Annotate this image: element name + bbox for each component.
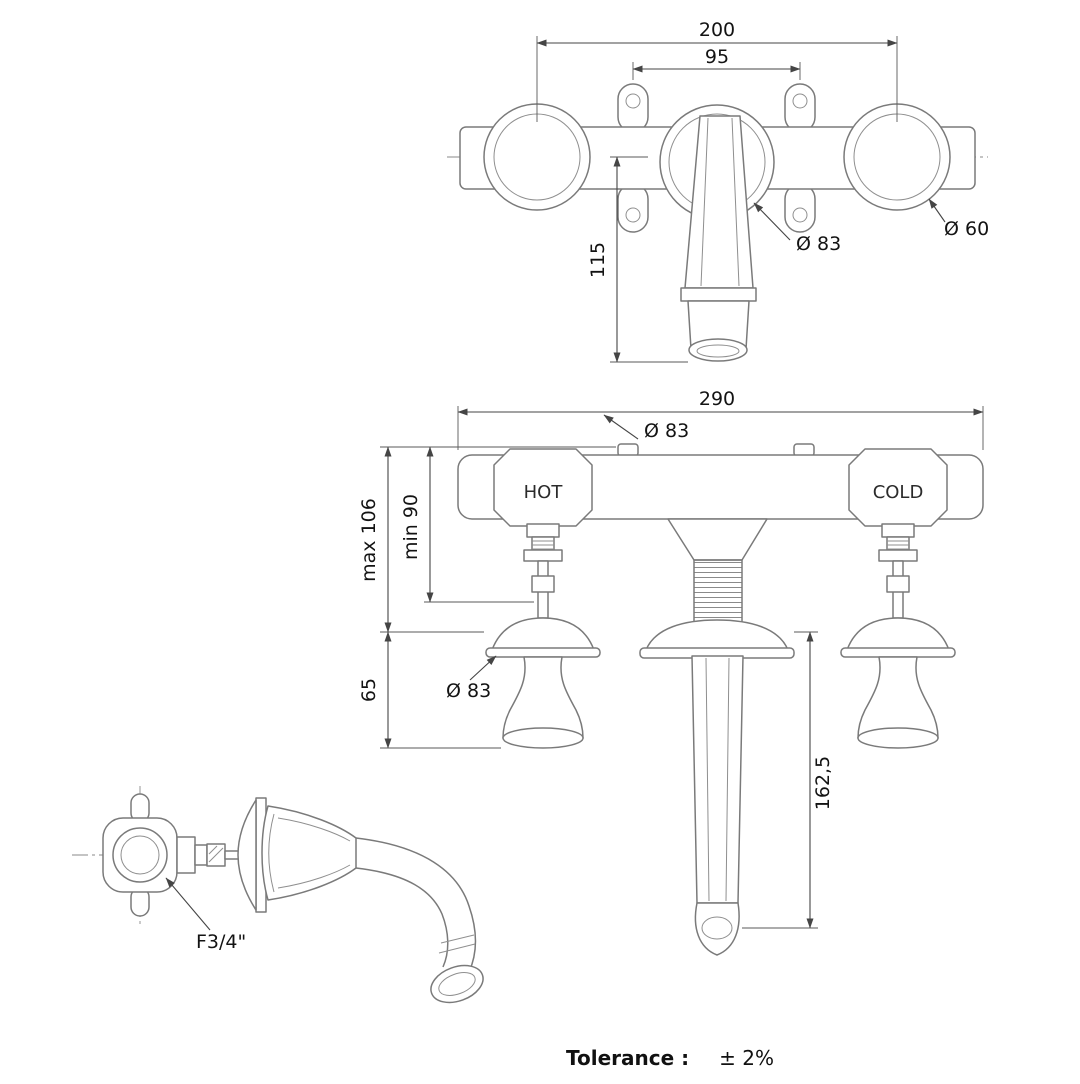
lug-hole	[792, 93, 808, 109]
leader-dia83-top	[603, 414, 639, 440]
rosette-face-side	[237, 799, 257, 911]
spout-tip	[694, 902, 740, 956]
dia-83-top: Ø 83	[644, 420, 689, 442]
tolerance-label: Tolerance :	[566, 1046, 690, 1070]
top-view: 200 95 115 Ø 83 Ø 60	[447, 19, 989, 363]
dia-60-handle: Ø 60	[944, 218, 989, 240]
bonnet-thread	[531, 536, 555, 551]
cartridge-neck	[194, 844, 208, 866]
bell-rim-line	[268, 813, 275, 893]
handle-bell-left-rim	[502, 727, 584, 749]
dim-max-106: max 106	[358, 498, 380, 582]
front-view-dimensions: 290 Ø 83 min 90 max 106 65 Ø 83 162,5	[358, 388, 984, 929]
mount-clip-left	[617, 443, 639, 457]
label-cold: COLD	[873, 482, 924, 503]
escutcheon-center	[645, 619, 789, 651]
bell-profile-lines	[277, 817, 351, 889]
side-view: F3/4"	[72, 786, 484, 1004]
bonnet	[526, 523, 560, 538]
label-hot: HOT	[524, 482, 564, 503]
thread-hatch	[532, 540, 554, 550]
top-view-dimensions: 200 95 115 Ø 83 Ø 60	[536, 19, 989, 363]
lug-hole	[792, 207, 808, 223]
leader-f34	[165, 877, 211, 931]
leader-dia83	[753, 202, 791, 241]
spout-tube-inner	[355, 867, 449, 968]
stem-clip	[886, 575, 910, 593]
spout-shaft	[691, 655, 744, 904]
valve-stem-right	[878, 523, 918, 619]
spout-facet-lines	[705, 657, 730, 902]
spout-bell-side	[261, 805, 357, 901]
spout-neck	[667, 518, 768, 561]
dim-290: 290	[699, 388, 735, 410]
lug-hole	[625, 93, 641, 109]
bonnet	[881, 523, 915, 538]
dim-65: 65	[358, 678, 380, 702]
dia-83-rosette: Ø 83	[796, 233, 841, 255]
tube-collar-lines	[438, 934, 476, 954]
spout-outlet-side-inner	[438, 972, 476, 996]
valve-stem-left	[523, 523, 563, 619]
dim-min-90: min 90	[400, 494, 422, 560]
dim-115: 115	[587, 242, 609, 278]
nut-hatch	[208, 845, 224, 863]
handle-bell-left	[502, 656, 584, 739]
leader-dia83-mid	[469, 655, 497, 681]
spout-tip-opening	[701, 916, 733, 940]
dim-95: 95	[705, 46, 729, 68]
spout-edge-line	[731, 117, 740, 287]
threaded-shank	[693, 559, 743, 629]
escutcheon-right	[846, 617, 950, 651]
escutcheon-right-lip	[840, 647, 956, 658]
spout-edge-line	[700, 117, 709, 287]
thread-hatch	[887, 540, 909, 550]
dim-200: 200	[699, 19, 735, 41]
front-view: HOT COLD	[358, 388, 984, 956]
spout-tube-outer	[355, 837, 477, 973]
tolerance-note: Tolerance : ± 2%	[566, 1046, 774, 1070]
collar	[878, 549, 918, 562]
collar	[523, 549, 563, 562]
bonnet-thread	[886, 536, 910, 551]
thread-size-label: F3/4"	[196, 931, 246, 953]
tolerance-value: ± 2%	[719, 1046, 774, 1070]
spout-outlet-inner	[696, 344, 740, 358]
valve-body-cold	[848, 448, 948, 527]
spout-outlet-side	[430, 964, 484, 1004]
leader-dia60	[928, 198, 946, 223]
handle-bell-right	[857, 656, 939, 739]
lug-hole	[625, 207, 641, 223]
cartridge-body	[176, 836, 196, 874]
handle-bell-right-rim	[857, 727, 939, 749]
valve-body-hot	[493, 448, 593, 527]
hub-ring-inner	[120, 835, 160, 875]
stem-clip	[531, 575, 555, 593]
escutcheon-left	[491, 617, 595, 651]
dim-162-5: 162,5	[812, 756, 834, 810]
spout-collar	[680, 287, 757, 302]
mount-clip-right	[793, 443, 815, 457]
dia-83-handle: Ø 83	[446, 680, 491, 702]
escutcheon-left-lip	[485, 647, 601, 658]
